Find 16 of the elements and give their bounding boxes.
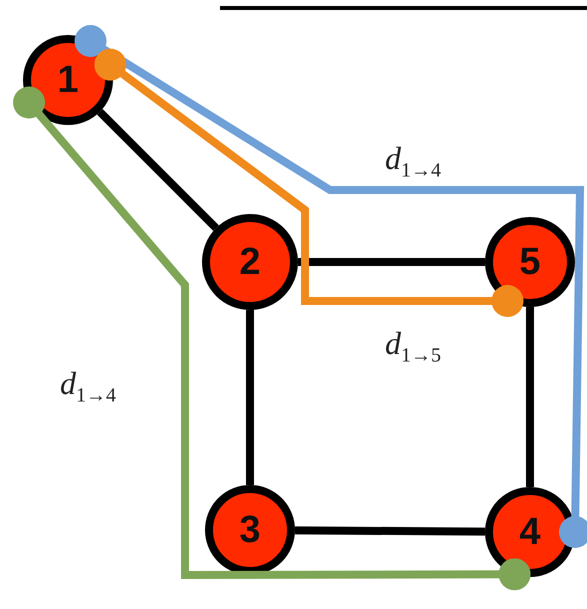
node-number: 3 xyxy=(239,508,261,552)
node-number: 1 xyxy=(57,58,79,102)
link-line xyxy=(246,310,254,485)
edge-label: d$_{1→5}$ xyxy=(385,325,441,368)
link-line xyxy=(298,258,485,266)
node-number: 2 xyxy=(239,240,261,284)
edge-label: d$_{1→4}$ xyxy=(385,140,441,182)
link-line xyxy=(526,307,534,487)
path-line xyxy=(74,25,587,548)
link-line xyxy=(97,109,219,231)
node-number: 5 xyxy=(519,240,541,284)
path-line xyxy=(13,86,531,590)
node-number: 4 xyxy=(519,510,541,554)
edge-label: d$_{1→4}$ xyxy=(60,365,116,408)
link-line xyxy=(294,526,486,536)
path-line xyxy=(94,48,524,317)
